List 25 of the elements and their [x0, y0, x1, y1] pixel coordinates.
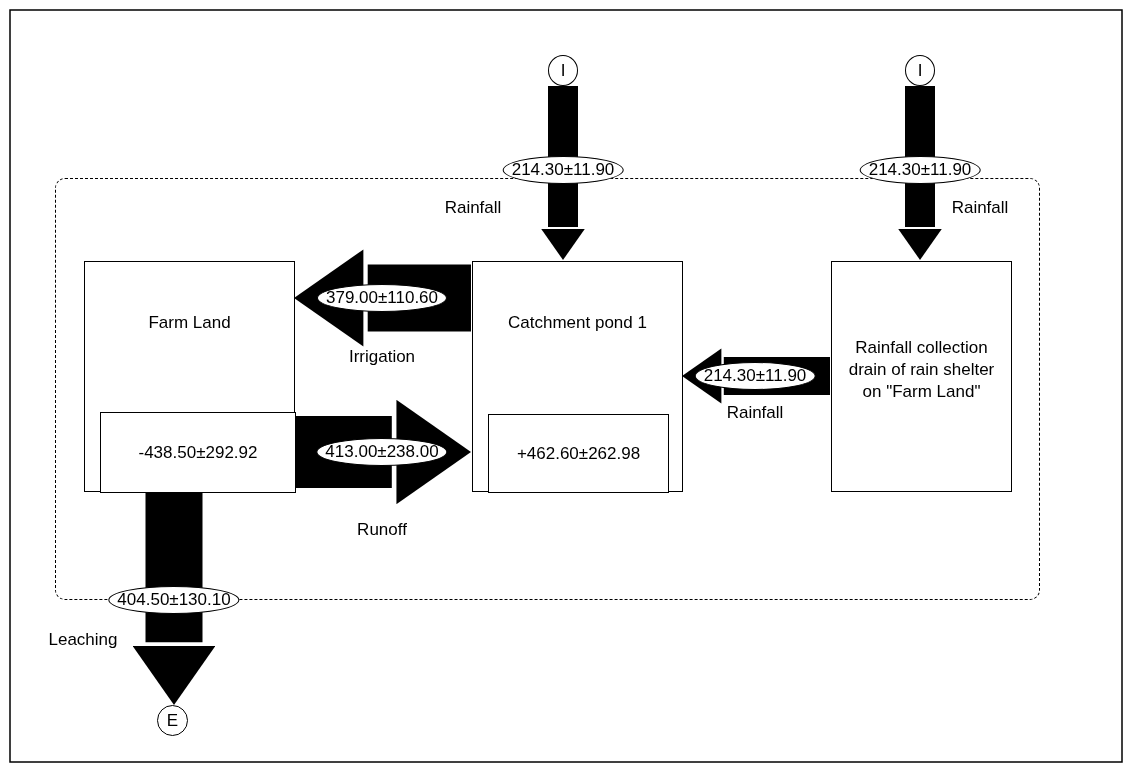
- process-box: [84, 261, 295, 492]
- edge-label: 214.30±11.90: [502, 156, 624, 184]
- process-box: [472, 261, 683, 492]
- balance-box: [488, 414, 669, 493]
- circle-label: I: [917, 60, 923, 81]
- flow-name: Rainfall: [444, 198, 502, 218]
- flow-name: Rainfall: [726, 403, 784, 423]
- source-circle: [548, 55, 578, 86]
- box-title: Farm Land: [147, 312, 232, 334]
- circle-label: E: [166, 710, 179, 731]
- box-title: Catchment pond 1: [507, 312, 648, 334]
- flow-name: Leaching: [48, 630, 118, 650]
- source-circle: [905, 55, 935, 86]
- source-circle: [157, 705, 188, 736]
- balance-box: [100, 412, 296, 493]
- edge-label: 214.30±11.90: [859, 156, 981, 184]
- flow-name: Irrigation: [348, 347, 416, 367]
- process-box: [831, 261, 1012, 492]
- circle-label: I: [560, 60, 566, 81]
- flow-name: Runoff: [357, 520, 407, 540]
- box-title: Rainfall collection drain of rain shelter on "Farm Land": [847, 337, 996, 403]
- edge-label: 404.50±130.10: [108, 586, 240, 614]
- balance-value: +462.60±262.98: [516, 443, 641, 464]
- flow-name: Rainfall: [951, 198, 1009, 218]
- balance-value: -438.50±292.92: [138, 442, 258, 463]
